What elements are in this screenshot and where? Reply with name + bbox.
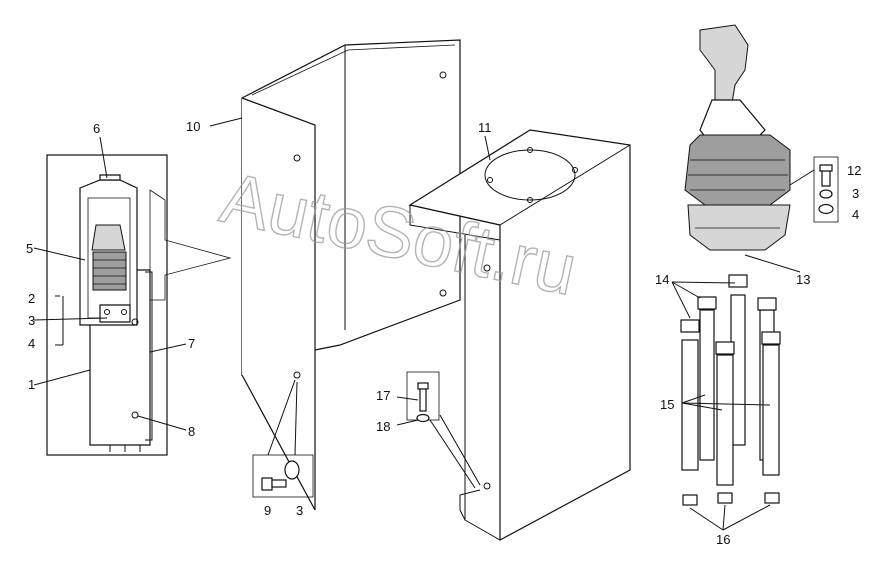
fastener-set-middle [406,371,440,423]
lever-top-cap [99,174,121,181]
leader-lines [33,117,815,531]
callout-3: 3 [28,313,35,328]
plate-screw-1 [104,309,110,315]
housing-top-screw-4 [527,197,533,203]
joystick-assembly [684,24,791,251]
bellows-ribs [688,159,788,191]
fastener-group-frame [813,156,839,223]
callout-12: 12 [847,163,861,178]
valve-nut-top [680,319,700,333]
panel-assembly-left [46,154,232,456]
bracket-hole-1 [293,154,301,162]
fastener-set-bottom [252,454,314,498]
valve-body [681,339,699,471]
housing-top-screw-2 [572,167,578,173]
plate-screw-2 [121,309,127,315]
joystick-bellows [684,134,791,206]
washer-3-bottom [284,460,300,480]
housing-slot [459,489,481,521]
bracket-front-face [241,97,316,511]
housing-top-hole [484,149,576,201]
callout-17: 17 [376,388,390,403]
housing-11 [408,129,631,542]
fastener-top [131,318,139,326]
washer-4 [818,203,834,215]
housing-body [408,129,631,542]
valve-4 [680,319,700,471]
callout-3-bottom: 3 [296,503,303,518]
callout-13: 13 [796,272,810,287]
bracket-hole-3 [439,71,447,79]
callout-1: 1 [28,377,35,392]
screw-12-head [819,164,833,172]
fastener-group-frame [252,454,314,498]
callout-18: 18 [376,419,390,434]
callout-9: 9 [264,503,271,518]
callout-8: 8 [188,424,195,439]
screw-12 [821,169,831,187]
callout-14: 14 [655,272,669,287]
washer-3 [819,189,833,199]
housing-top-edge [409,144,631,226]
valve-nut-bottom [717,492,733,504]
callout-2: 2 [28,291,35,306]
bolt-9 [271,479,287,488]
valve-5 [715,341,735,486]
lever-boot [92,251,127,291]
housing-top-screw-1 [487,177,493,183]
callout-4-right: 4 [852,207,859,222]
housing-flange [145,271,153,441]
boot-ribs [93,259,126,285]
callout-11: 11 [478,120,492,135]
callout-5: 5 [26,241,33,256]
callout-16: 16 [716,532,730,547]
bolt-9-head [261,477,273,491]
callout-6: 6 [93,121,100,136]
bolt-17-head [417,382,429,390]
valve-nut-top [715,341,735,355]
housing-side-hole-1 [483,264,491,272]
bracket-hole-4 [439,289,447,297]
fastener-8 [131,411,139,419]
valve-nut-top [761,331,781,345]
bracket-10 [241,39,461,511]
housing-lip [409,205,501,241]
valve-nut-bottom [764,492,780,504]
valve-nut-top [697,296,717,310]
valve-body [699,309,715,461]
valve-nut-bottom [682,494,698,506]
housing-tabs [109,445,141,452]
valve-body [716,354,734,486]
housing-side-hole-2 [483,482,491,490]
lever-knob [91,224,126,251]
joystick-base-13 [687,204,791,251]
valve-3 [697,296,717,461]
fastener-set-right [813,156,839,223]
valve-nut-top [757,297,777,311]
callout-4: 4 [28,336,35,351]
callout-7: 7 [188,336,195,351]
valve-6 [761,331,781,476]
valve-body [762,344,780,476]
valve-nut-top [728,274,748,288]
bracket-edge [251,44,456,96]
bolt-17 [419,388,427,412]
valve-group [680,274,781,506]
callout-15: 15 [660,397,674,412]
housing-top-screw-3 [527,147,533,153]
washer-18 [416,413,430,423]
callout-10: 10 [186,119,200,134]
bracket-hole-2 [293,371,301,379]
callout-3-right: 3 [852,186,859,201]
